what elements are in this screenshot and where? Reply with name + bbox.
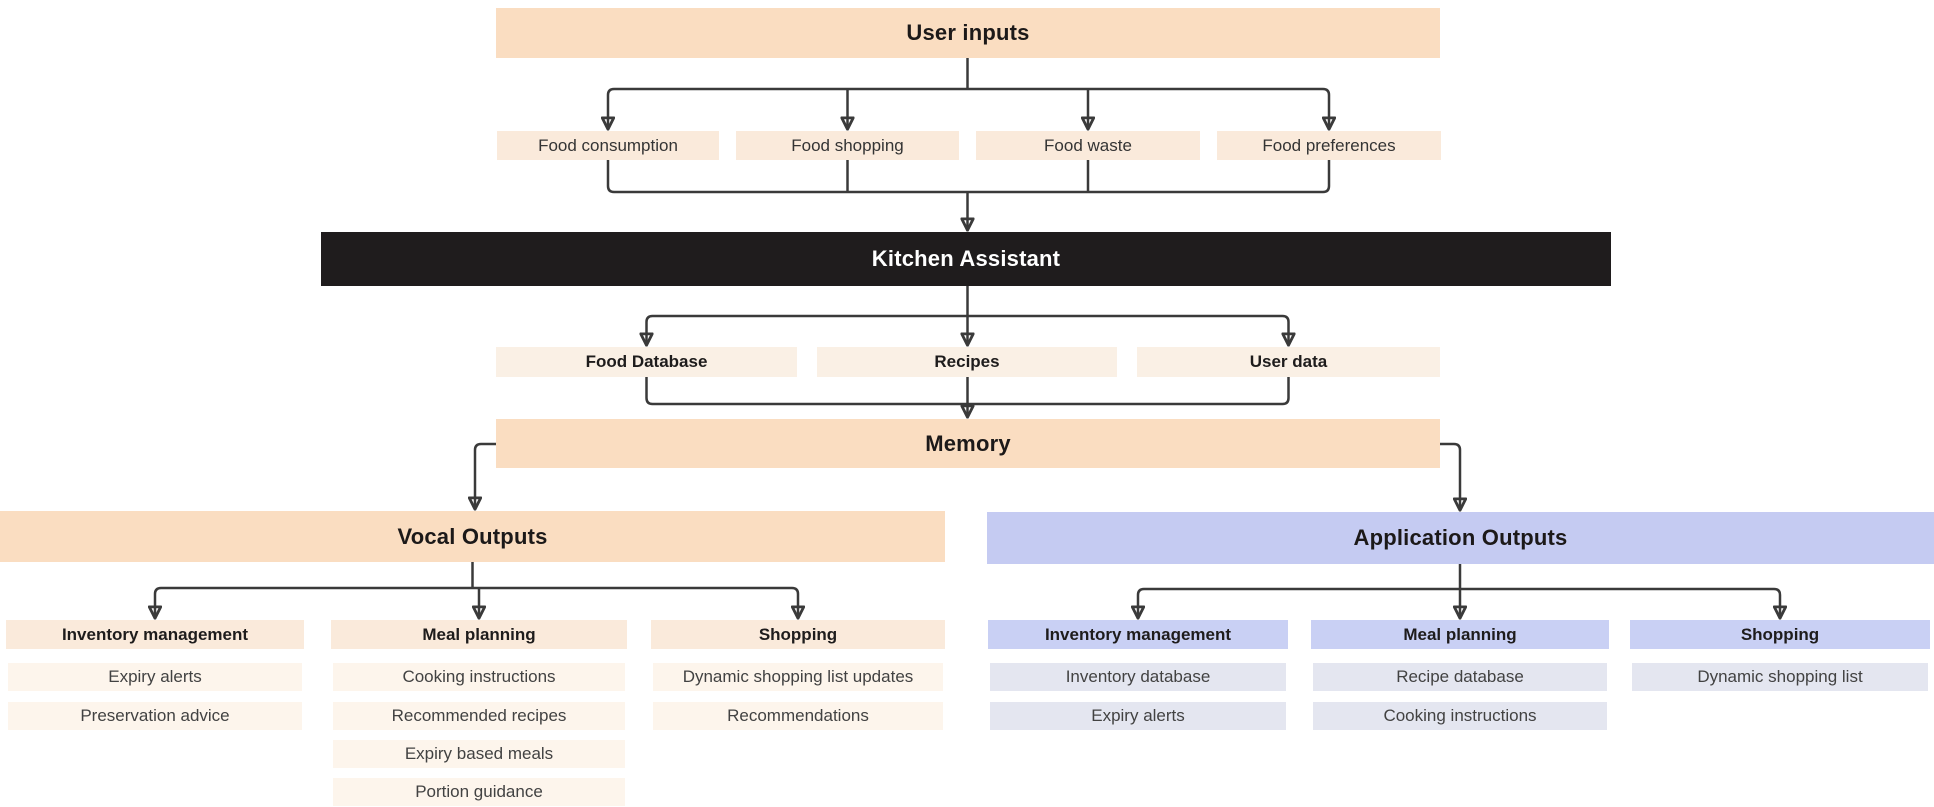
list-item-label: Cooking instructions bbox=[1383, 706, 1537, 725]
list-item: Inventory database bbox=[990, 663, 1286, 691]
list-item: Expiry alerts bbox=[990, 702, 1286, 730]
list-item-label: Recommendations bbox=[727, 706, 869, 725]
node-vocal-outputs-label: Vocal Outputs bbox=[397, 523, 548, 549]
node-food-waste: Food waste bbox=[976, 131, 1200, 160]
list-item: Cooking instructions bbox=[333, 663, 625, 691]
node-kitchen-assistant: Kitchen Assistant bbox=[321, 232, 1611, 286]
node-recipes: Recipes bbox=[817, 347, 1117, 377]
column-header-label: Meal planning bbox=[422, 624, 536, 644]
vocal-column-header-inventory-management: Inventory management bbox=[6, 620, 304, 649]
node-user-inputs: User inputs bbox=[496, 8, 1440, 58]
application-column-header-meal-planning: Meal planning bbox=[1311, 620, 1609, 649]
list-item-label: Expiry based meals bbox=[404, 744, 554, 763]
list-item: Recipe database bbox=[1313, 663, 1607, 691]
list-item-label: Recipe database bbox=[1396, 667, 1524, 686]
list-item: Expiry based meals bbox=[333, 740, 625, 768]
node-food-shopping-label: Food shopping bbox=[791, 135, 904, 155]
node-food-database: Food Database bbox=[496, 347, 797, 377]
node-food-preferences: Food preferences bbox=[1217, 131, 1441, 160]
node-user-data: User data bbox=[1137, 347, 1440, 377]
application-column-header-shopping: Shopping bbox=[1630, 620, 1930, 649]
list-item: Cooking instructions bbox=[1313, 702, 1607, 730]
list-item-label: Expiry alerts bbox=[1091, 706, 1185, 725]
list-item: Preservation advice bbox=[8, 702, 302, 730]
node-food-consumption: Food consumption bbox=[497, 131, 719, 160]
list-item-label: Recommended recipes bbox=[391, 706, 567, 725]
list-item: Recommended recipes bbox=[333, 702, 625, 730]
node-memory: Memory bbox=[496, 419, 1440, 468]
column-header-label: Meal planning bbox=[1403, 624, 1517, 644]
node-kitchen-assistant-label: Kitchen Assistant bbox=[871, 246, 1061, 271]
node-vocal-outputs: Vocal Outputs bbox=[0, 511, 945, 562]
node-food-database-label: Food Database bbox=[585, 352, 708, 371]
list-item-label: Expiry alerts bbox=[108, 667, 202, 686]
list-item-label: Dynamic shopping list bbox=[1697, 667, 1863, 686]
list-item-label: Cooking instructions bbox=[402, 667, 556, 686]
node-user-inputs-label: User inputs bbox=[906, 20, 1030, 45]
vocal-column-header-meal-planning: Meal planning bbox=[331, 620, 627, 649]
list-item: Dynamic shopping list bbox=[1632, 663, 1928, 691]
column-header-label: Inventory management bbox=[61, 624, 249, 644]
node-food-consumption-label: Food consumption bbox=[538, 135, 678, 155]
list-item-label: Dynamic shopping list updates bbox=[682, 667, 914, 686]
column-header-label: Shopping bbox=[758, 624, 838, 644]
column-header-label: Inventory management bbox=[1044, 624, 1232, 644]
vocal-column-header-shopping: Shopping bbox=[651, 620, 945, 649]
node-user-data-label: User data bbox=[1249, 352, 1328, 371]
list-item: Expiry alerts bbox=[8, 663, 302, 691]
column-header-label: Shopping bbox=[1740, 624, 1820, 644]
list-item: Portion guidance bbox=[333, 778, 625, 806]
node-memory-label: Memory bbox=[925, 430, 1011, 456]
list-item-label: Portion guidance bbox=[415, 782, 543, 801]
application-column-header-inventory-management: Inventory management bbox=[988, 620, 1288, 649]
node-food-shopping: Food shopping bbox=[736, 131, 959, 160]
node-application-outputs-label: Application Outputs bbox=[1353, 525, 1568, 550]
node-application-outputs: Application Outputs bbox=[987, 512, 1934, 564]
list-item: Dynamic shopping list updates bbox=[653, 663, 943, 691]
list-item-label: Inventory database bbox=[1065, 667, 1211, 686]
list-item-label: Preservation advice bbox=[80, 706, 230, 725]
node-recipes-label: Recipes bbox=[934, 352, 1000, 371]
node-food-preferences-label: Food preferences bbox=[1262, 135, 1396, 155]
node-food-waste-label: Food waste bbox=[1044, 135, 1132, 155]
list-item: Recommendations bbox=[653, 702, 943, 730]
